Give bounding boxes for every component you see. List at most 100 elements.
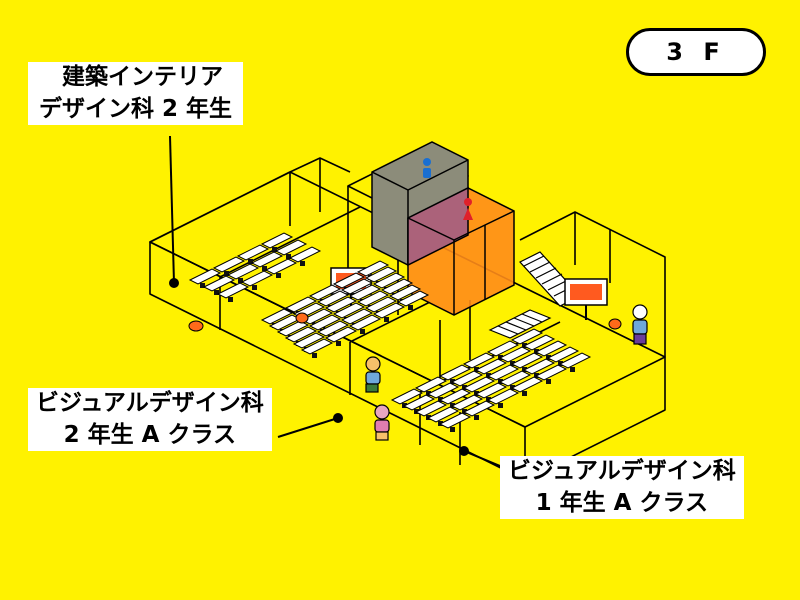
desk-rows (188, 232, 592, 432)
desk (372, 272, 406, 289)
desk (240, 270, 274, 287)
chair (200, 283, 205, 288)
room-label-line2: 2 年生 A クラス (63, 421, 237, 448)
desk (498, 346, 532, 363)
chair (474, 415, 479, 420)
desk (486, 364, 520, 381)
desk (426, 406, 460, 423)
desk (450, 370, 484, 387)
desk (450, 394, 484, 411)
chair (312, 353, 317, 358)
chair (498, 403, 503, 408)
desk (380, 278, 414, 295)
chair (570, 367, 575, 372)
desk (274, 239, 308, 256)
desk (438, 364, 472, 381)
desk (316, 320, 350, 337)
desk (292, 332, 326, 349)
desk (288, 246, 322, 263)
floor-indicator: 3 F (626, 28, 766, 76)
desk (402, 394, 436, 411)
chair (286, 254, 291, 259)
desk (216, 282, 250, 299)
desk (324, 296, 358, 313)
desk (276, 320, 310, 337)
room-label-visual-design-2a: ビジュアルデザイン科 2 年生 A クラス (28, 388, 272, 452)
female-restroom-icon (463, 198, 473, 220)
desk (348, 314, 382, 331)
desk (260, 232, 294, 249)
chair (546, 379, 551, 384)
desk (356, 290, 390, 307)
desk (300, 338, 334, 355)
desk (340, 308, 374, 325)
desk (308, 284, 342, 301)
desk (264, 258, 298, 275)
person-icon (365, 356, 381, 393)
chair (300, 261, 305, 266)
desk (474, 358, 508, 375)
chair (522, 391, 527, 396)
desk (188, 268, 222, 285)
desk (486, 388, 520, 405)
desk (260, 308, 294, 325)
desk (308, 314, 342, 331)
desk (316, 290, 350, 307)
desk (212, 256, 246, 273)
desk (438, 412, 472, 429)
desk (414, 376, 448, 393)
chair (252, 285, 257, 290)
desk (522, 334, 556, 351)
desk (250, 251, 284, 268)
room-label-line1: ビジュアルデザイン科 (36, 390, 264, 416)
desk (372, 302, 406, 319)
room-label-line2: 1 年生 A クラス (535, 489, 709, 516)
desk (348, 284, 382, 301)
desk (462, 400, 496, 417)
desk (364, 296, 398, 313)
male-restroom-icon (423, 158, 431, 178)
room-label-visual-design-1a: ビジュアルデザイン科 1 年生 A クラス (500, 456, 744, 520)
desk (462, 376, 496, 393)
desk (332, 272, 366, 289)
desk (388, 284, 422, 301)
room-label-line1: ビジュアルデザイン科 (508, 458, 736, 484)
person-icon (374, 404, 390, 441)
callout-pointers (169, 135, 513, 472)
room-label-architecture-interior: 建築インテリア デザイン科 2 年生 (28, 62, 243, 126)
desk (284, 296, 318, 313)
desk (284, 326, 318, 343)
monitor-icon (564, 278, 608, 320)
desk (534, 364, 568, 381)
chair (238, 278, 243, 283)
desk (396, 290, 430, 307)
desk (202, 275, 236, 292)
chair (272, 247, 277, 252)
desk (414, 400, 448, 417)
desk (546, 346, 580, 363)
room-label-line2: デザイン科 2 年生 (38, 95, 233, 122)
chair (384, 317, 389, 322)
desk (426, 382, 460, 399)
chair (248, 259, 253, 264)
chair (450, 427, 455, 432)
chair (228, 297, 233, 302)
chair (262, 266, 267, 271)
room-label-line1: 建築インテリア (62, 64, 223, 90)
chair (224, 271, 229, 276)
desk (332, 302, 366, 319)
desk (498, 370, 532, 387)
desk (364, 266, 398, 283)
desk (510, 376, 544, 393)
chair (360, 329, 365, 334)
chair-icon (188, 312, 622, 332)
desk (510, 328, 544, 345)
desk (438, 388, 472, 405)
desk (474, 382, 508, 399)
desk (486, 340, 520, 357)
chair (408, 305, 413, 310)
chair (276, 273, 281, 278)
desk (534, 340, 568, 357)
desk (558, 352, 592, 369)
